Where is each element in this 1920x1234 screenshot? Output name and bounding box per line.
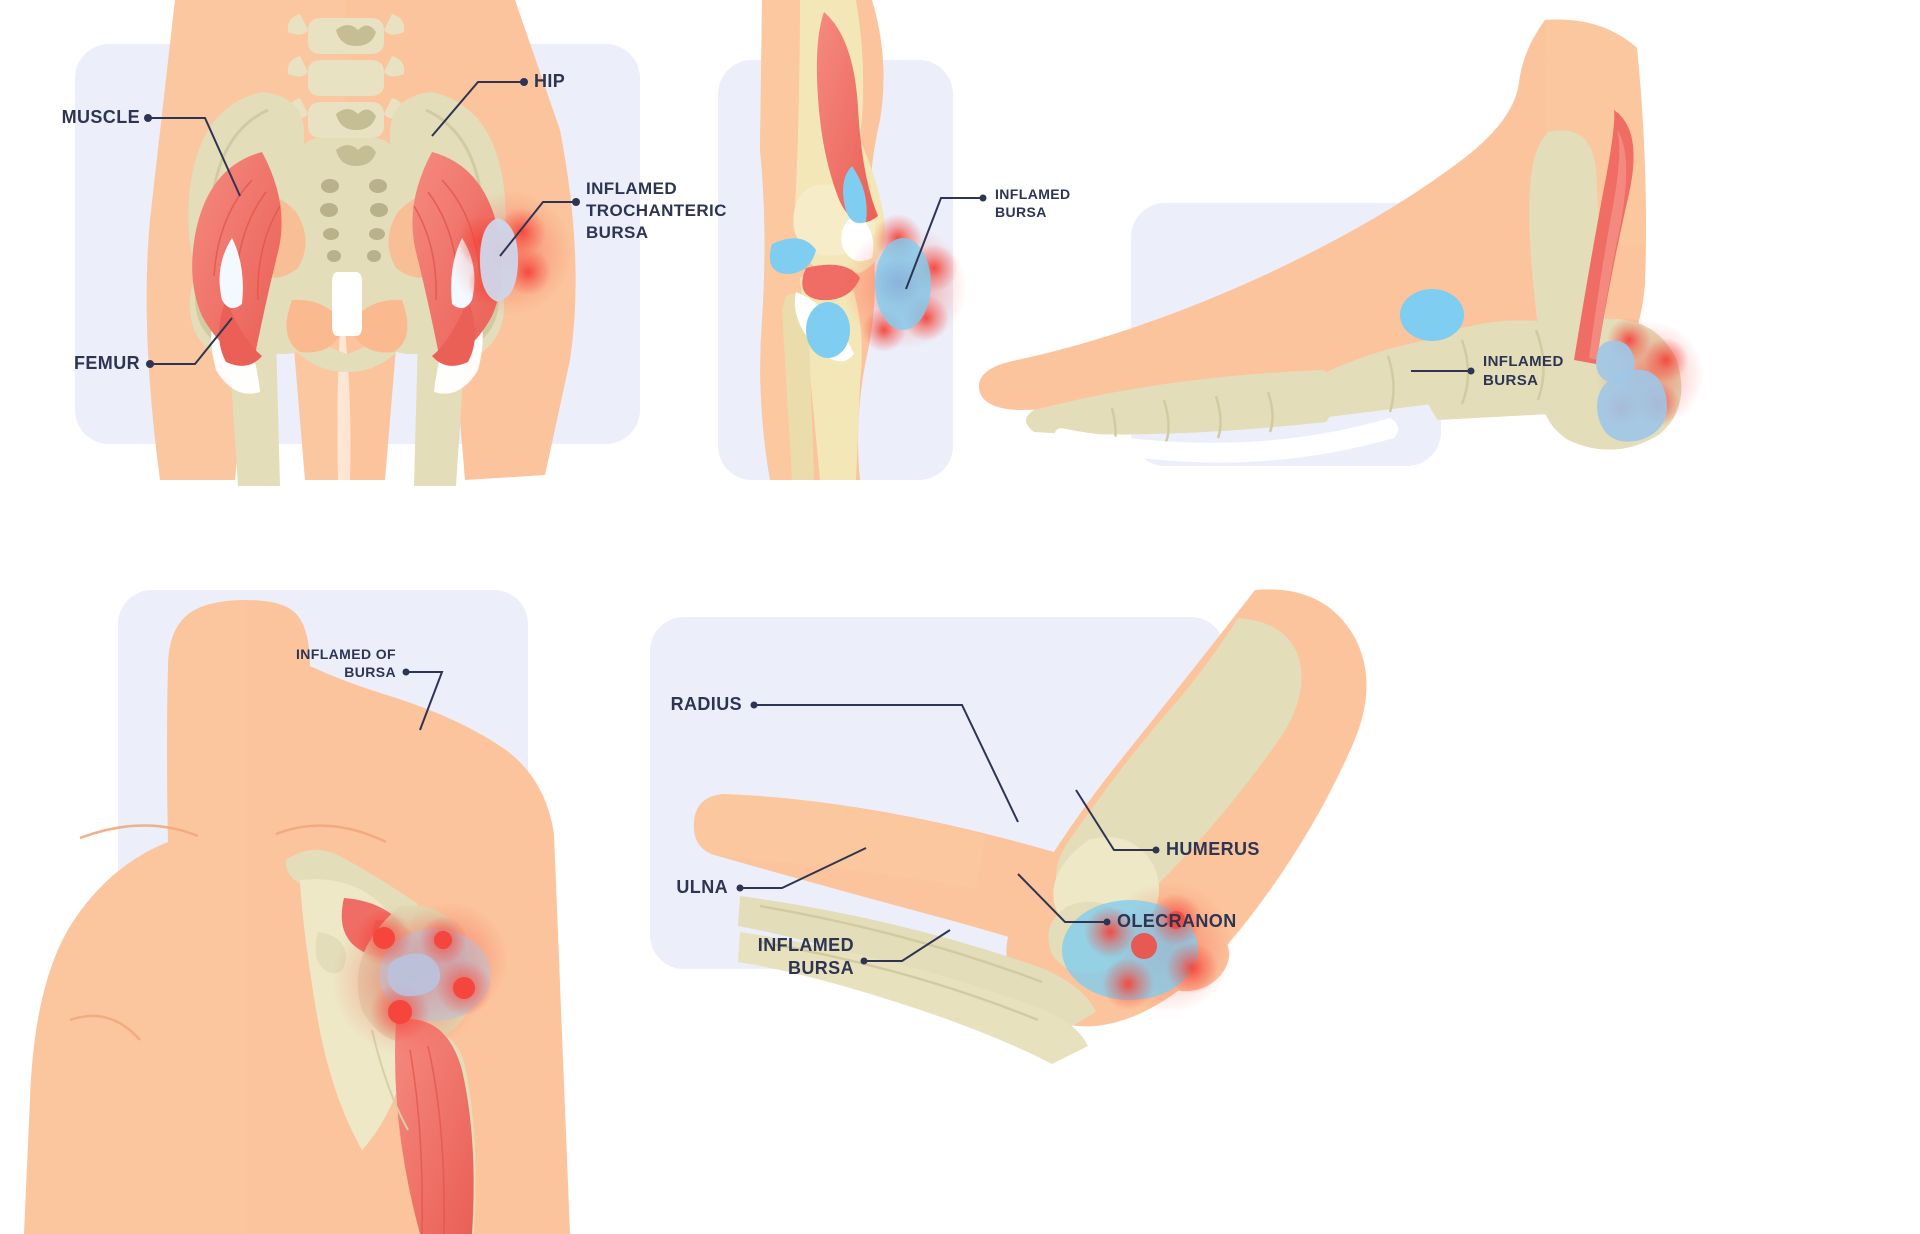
- foot-skin: [978, 19, 1646, 411]
- leader-elbow-ulna: [742, 847, 867, 889]
- leader-shoulder-bursa: [408, 671, 444, 731]
- label-hip-muscle: MUSCLE: [61, 107, 140, 127]
- leader-elbow-humerus: [1075, 789, 1154, 851]
- leader-hip-muscle: [150, 117, 241, 197]
- label-elbow-olecranon: OLECRANON: [1117, 911, 1237, 931]
- hip-inflamed-bursa-graphic: [448, 191, 572, 315]
- hip-anatomy-group: [146, 0, 576, 486]
- ulna-bone: [738, 932, 1088, 1064]
- knee-anatomy-group: [760, 0, 967, 480]
- leader-lines: [144, 78, 1475, 965]
- label-hip-inflamed-trochanteric-bursa: INFLAMED TROCHANTERIC BURSA: [586, 179, 727, 242]
- leader-hip-femur: [152, 317, 233, 365]
- label-hip-femur: FEMUR: [74, 353, 140, 373]
- elbow-inflamed-bursa-graphic: [1062, 882, 1234, 1014]
- leader-knee-bursa: [905, 197, 981, 290]
- shoulder-anatomy-group: [24, 600, 570, 1234]
- leader-elbow-olecranon: [1017, 873, 1105, 923]
- leader-hip-trochanteric: [499, 201, 574, 257]
- label-ankle-inflamed-bursa: INFLAMED BURSA: [1483, 353, 1564, 390]
- shoulder-inflamed-bursa-graphic: [332, 902, 508, 1056]
- knee-quadriceps: [816, 12, 878, 223]
- label-knee-inflamed-bursa: INFLAMED BURSA: [995, 186, 1071, 220]
- leader-elbow-radius: [756, 704, 1019, 823]
- ankle-bursa-blue: [1400, 289, 1464, 341]
- leader-hip-hip: [431, 81, 522, 137]
- lumbar-spine: [287, 14, 405, 138]
- sacral-foramina: [320, 179, 388, 262]
- knee-fibula: [782, 293, 814, 480]
- label-elbow-inflamed-bursa: INFLAMED BURSA: [757, 935, 854, 979]
- knee-inflamed-bursa-graphic: [843, 214, 967, 352]
- label-elbow-humerus: HUMERUS: [1166, 839, 1260, 859]
- ankle-inflamed-bursa-graphic: [1596, 318, 1704, 442]
- elbow-anatomy-group: [693, 589, 1367, 1064]
- metatarsals: [1026, 370, 1336, 435]
- ankle-anatomy-group: [978, 19, 1704, 463]
- label-shoulder-inflamed-of-bursa: INFLAMED OF BURSA: [295, 646, 396, 680]
- label-elbow-ulna: ULNA: [676, 877, 728, 897]
- label-hip-hip: HIP: [534, 71, 566, 91]
- deltoid-muscle: [395, 1019, 474, 1234]
- label-elbow-radius: RADIUS: [670, 694, 742, 714]
- leader-elbow-bursa: [866, 929, 951, 962]
